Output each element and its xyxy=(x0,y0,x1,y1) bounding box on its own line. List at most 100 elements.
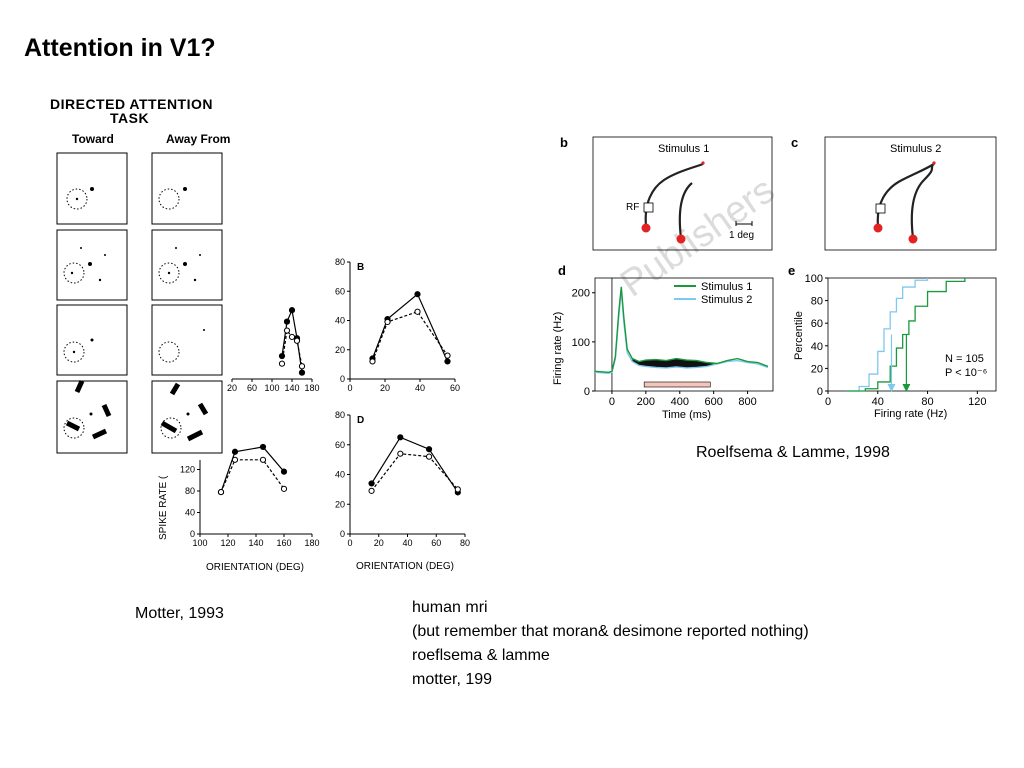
legend-stimulus2: Stimulus 2 xyxy=(701,294,752,306)
panel-b-label: B xyxy=(357,262,364,273)
x-tick-label: 400 xyxy=(671,396,689,408)
x-tick-label: 40 xyxy=(402,538,412,548)
scale-label: 1 deg xyxy=(729,230,754,241)
y-tick-label: 200 xyxy=(572,288,590,300)
caption-motter: Motter, 1993 xyxy=(135,605,224,622)
y-tick-label: 100 xyxy=(805,273,823,285)
stimulus1-panel: Stimulus 1 RF 1 deg xyxy=(592,136,773,251)
x-tick-label: 60 xyxy=(247,383,257,393)
e-xlabel: Firing rate (Hz) xyxy=(874,408,947,420)
data-point xyxy=(293,337,301,344)
x-tick-label: 120 xyxy=(220,538,235,548)
y-axis-label: SPIKE RATE ( xyxy=(158,475,169,540)
panel-d-label: D xyxy=(357,415,364,426)
y-tick-label: 120 xyxy=(180,465,195,475)
data-point xyxy=(414,308,421,315)
y-tick-label: 60 xyxy=(335,286,345,296)
y-tick-label: 60 xyxy=(335,440,345,450)
y-tick-label: 100 xyxy=(572,337,590,349)
x-tick-label: 60 xyxy=(431,538,441,548)
x-tick-label: 200 xyxy=(637,396,655,408)
plot-d: D ORIENTATION (DEG) 0 20 40 60 80 0 20 40 60 80 xyxy=(335,410,470,572)
x-tick-label: 0 xyxy=(825,396,831,408)
label-b: b xyxy=(560,135,568,150)
rf-label: RF xyxy=(626,202,639,213)
y-tick-label: 20 xyxy=(335,345,345,355)
data-point xyxy=(368,487,375,494)
data-point xyxy=(259,443,267,451)
y-tick-label: 60 xyxy=(811,318,823,330)
x-tick-label: 600 xyxy=(704,396,722,408)
label-c: c xyxy=(791,135,798,150)
data-point xyxy=(259,456,267,463)
y-tick-label: 20 xyxy=(335,499,345,509)
x-axis-label-d: ORIENTATION (DEG) xyxy=(356,561,454,572)
x-tick-label: 20 xyxy=(374,538,384,548)
data-point xyxy=(298,369,306,376)
x-tick-label: 140 xyxy=(284,383,299,393)
stim-bars xyxy=(65,379,209,442)
data-point xyxy=(231,448,239,455)
y-tick-label: 40 xyxy=(335,316,345,326)
y-tick-label: 40 xyxy=(185,508,195,518)
x-tick-label: 40 xyxy=(872,396,884,408)
label-e: e xyxy=(788,263,795,278)
x-tick-label: 100 xyxy=(264,383,279,393)
note-line: motter, 199 xyxy=(412,671,493,688)
x-tick-label: 80 xyxy=(921,396,933,408)
y-tick-label: 0 xyxy=(584,386,590,398)
note-line: human mri xyxy=(412,599,488,616)
y-tick-label: 80 xyxy=(335,410,345,420)
x-tick-label: 140 xyxy=(248,538,263,548)
motter-figure: DIRECTED ATTENTION TASK Toward Away From xyxy=(50,96,470,573)
legend-stimulus1: Stimulus 1 xyxy=(701,281,752,293)
data-point xyxy=(425,453,433,460)
x-tick-label: 100 xyxy=(192,538,207,548)
median-arrow-icon xyxy=(887,384,896,392)
data-point xyxy=(278,352,286,360)
x-tick-label: 180 xyxy=(304,383,319,393)
y-tick-label: 40 xyxy=(811,341,823,353)
x-tick-label: 160 xyxy=(276,538,291,548)
slide-title: Attention in V1? xyxy=(24,34,216,62)
plot-c: SPIKE RATE ( ORIENTATION (DEG) 100 120 140… xyxy=(158,443,320,573)
x-tick-label: 0 xyxy=(609,396,615,408)
y-tick-label: 0 xyxy=(340,374,345,384)
data-point xyxy=(454,486,461,493)
data-point xyxy=(368,480,375,487)
data-point xyxy=(288,307,296,314)
task-heading-2: TASK xyxy=(110,110,149,126)
data-point xyxy=(217,488,225,496)
data-point xyxy=(444,358,451,365)
stimulus2-panel: Stimulus 2 xyxy=(824,136,997,251)
stimulus1-title: Stimulus 1 xyxy=(658,143,709,155)
data-point xyxy=(298,363,306,370)
y-tick-label: 0 xyxy=(340,529,345,539)
y-tick-label: 0 xyxy=(817,386,823,398)
data-point xyxy=(369,358,376,365)
x-tick-label: 0 xyxy=(347,383,352,393)
y-tick-label: 40 xyxy=(335,470,345,480)
col-toward: Toward xyxy=(72,132,114,146)
y-tick-label: 80 xyxy=(335,257,345,267)
data-point xyxy=(280,485,288,492)
x-tick-label: 800 xyxy=(738,396,756,408)
speaker-notes: human mri (but remember that moran& desi… xyxy=(412,596,809,692)
x-tick-label: 40 xyxy=(415,383,425,393)
x-tick-label: 180 xyxy=(304,538,319,548)
x-axis-label-c: ORIENTATION (DEG) xyxy=(206,562,304,573)
y-tick-label: 80 xyxy=(185,486,195,496)
x-tick-label: 20 xyxy=(227,383,237,393)
e-ylabel: Percentile xyxy=(793,311,805,360)
task-heading: DIRECTED ATTENTION xyxy=(50,96,213,112)
data-point xyxy=(397,450,404,457)
x-tick-label: 0 xyxy=(347,538,352,548)
x-tick-label: 80 xyxy=(460,538,470,548)
note-line: roeflsema & lamme xyxy=(412,647,550,664)
data-point xyxy=(444,352,451,359)
d-xlabel: Time (ms) xyxy=(662,409,711,421)
col-away: Away From xyxy=(166,132,230,146)
x-tick-label: 60 xyxy=(450,383,460,393)
note-line: (but remember that moran& desimone repor… xyxy=(412,623,809,640)
